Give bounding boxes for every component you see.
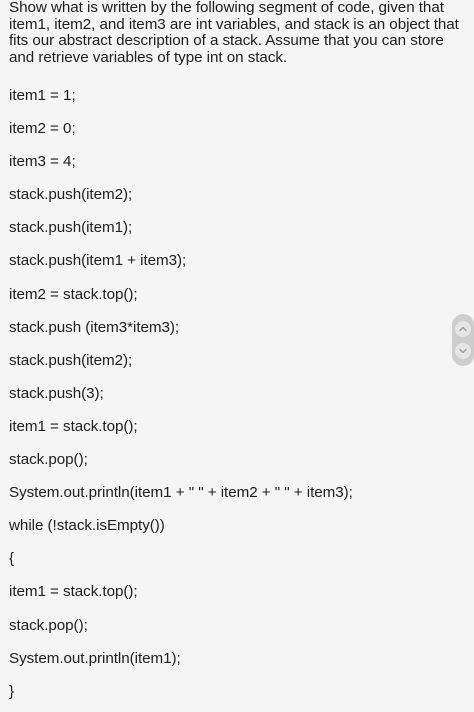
code-line: while (!stack.isEmpty()) [9,517,165,535]
chevron-up-icon [459,326,467,331]
code-line: stack.push (item3*item3); [9,318,180,336]
code-line: stack.pop(); [9,451,88,469]
scroll-down-button[interactable] [455,343,471,360]
code-block: item1 = 1; item2 = 0; item3 = 4; stack.p… [9,83,353,712]
scroll-up-button[interactable] [455,320,471,337]
code-line: item1 = stack.top(); [9,583,138,601]
chevron-down-icon [459,349,467,354]
question-line: Show what is written by the following se… [9,0,444,16]
code-line: item3 = 4; [9,153,76,171]
code-line: System.out.println(item1 + " " + item2 +… [9,484,353,502]
question-line: and retrieve variables of type int on st… [9,48,288,66]
code-line: stack.push(item2); [9,186,133,204]
code-line: stack.push(3); [9,384,104,402]
question-line: fits our abstract description of a stack… [9,32,444,50]
code-line: item1 = 1; [9,87,76,104]
code-line: item1 = stack.top(); [9,417,138,435]
question-line: item1, item2, and item3 are int variable… [9,15,459,33]
code-line: item2 = 0; [9,120,76,138]
scroll-control [452,314,474,366]
code-line: stack.push(item1); [9,219,133,237]
code-line: } [9,682,15,700]
code-line: stack.pop(); [9,616,88,634]
code-line: item2 = stack.top(); [9,285,138,303]
question-text: Show what is written by the following se… [9,0,464,66]
code-line: stack.push(item2); [9,351,133,369]
code-line: stack.push(item1 + item3); [9,252,187,270]
question-content: Show what is written by the following se… [9,0,464,700]
code-line: { [9,550,15,568]
code-line: System.out.println(item1); [9,649,181,667]
